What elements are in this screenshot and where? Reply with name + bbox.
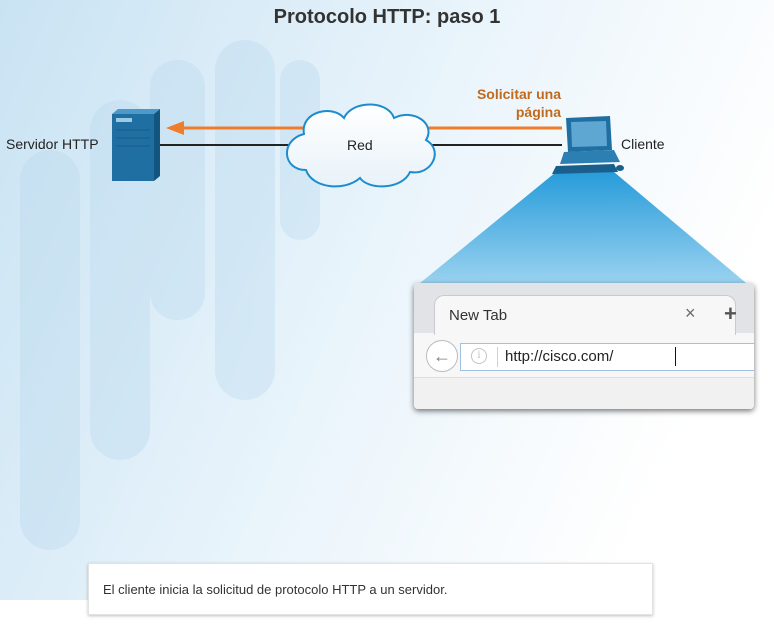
cloud-icon	[286, 103, 436, 188]
client-label: Cliente	[621, 136, 665, 152]
new-tab-icon[interactable]: +	[724, 301, 737, 326]
tab-new-tab[interactable]: New Tab ×	[434, 295, 736, 336]
request-label-line2: página	[515, 104, 561, 120]
nav-bar: i http://cisco.com/ ←	[414, 335, 754, 377]
client-view-beam	[414, 172, 752, 288]
tab-title: New Tab	[449, 307, 508, 324]
computer-icon	[552, 116, 624, 174]
network-label: Red	[347, 137, 373, 153]
text-cursor	[675, 347, 676, 366]
caption-text: El cliente inicia la solicitud de protoc…	[103, 582, 448, 597]
info-icon[interactable]: i	[471, 348, 487, 364]
request-label-line1: Solicitar una	[476, 86, 561, 102]
server-label: Servidor HTTP	[6, 136, 99, 152]
request-label: Solicitar una página	[440, 85, 561, 121]
server-icon	[112, 109, 160, 181]
page-area	[414, 377, 754, 409]
browser-window: New Tab × + i http://cisco.com/ ←	[414, 283, 754, 409]
page-title: Protocolo HTTP: paso 1	[273, 6, 501, 28]
caption-box: El cliente inicia la solicitud de protoc…	[88, 563, 653, 615]
close-icon[interactable]: ×	[685, 303, 696, 323]
back-glyph: ←	[433, 345, 451, 366]
url-input[interactable]: i http://cisco.com/	[460, 343, 754, 371]
url-text: http://cisco.com/	[505, 348, 614, 365]
url-separator	[497, 347, 498, 367]
back-arrow-icon[interactable]: ←	[426, 340, 458, 372]
